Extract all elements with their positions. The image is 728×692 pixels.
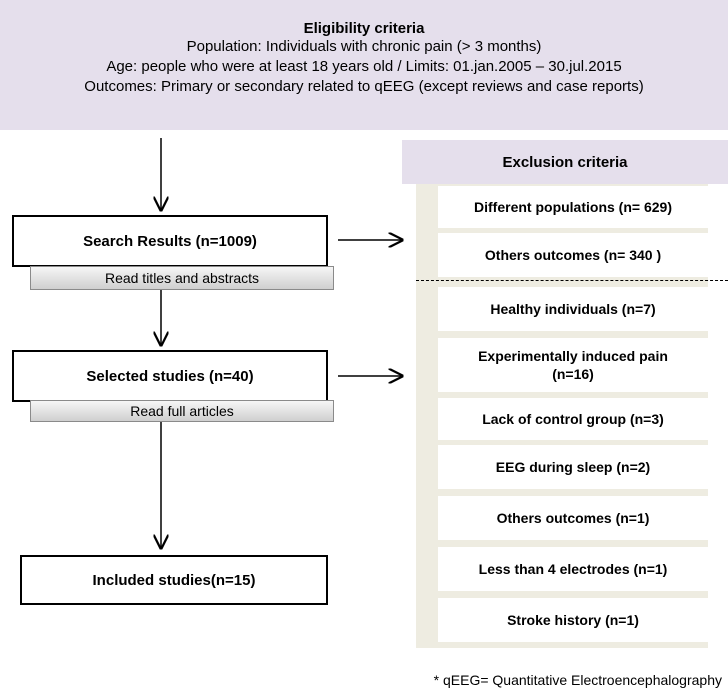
search-results-box: Search Results (n=1009): [12, 215, 328, 267]
selected-studies-box: Selected studies (n=40): [12, 350, 328, 402]
exclusion-item-others-outcomes-2: Others outcomes (n=1): [438, 496, 708, 540]
exclusion-divider: [416, 280, 728, 281]
exclusion-item-healthy-individuals: Healthy individuals (n=7): [438, 287, 708, 331]
eligibility-age: Age: people who were at least 18 years o…: [106, 58, 622, 75]
selected-studies-note: Read full articles: [30, 400, 334, 422]
exclusion-item-stroke-history: Stroke history (n=1): [438, 598, 708, 642]
included-studies-box: Included studies(n=15): [20, 555, 328, 605]
exclusion-item-eeg-during-sleep: EEG during sleep (n=2): [438, 445, 708, 489]
exclusion-item-others-outcomes: Others outcomes (n= 340 ): [438, 233, 708, 277]
exclusion-criteria-title: Exclusion criteria: [402, 140, 728, 184]
eligibility-criteria-panel: Eligibility criteria Population: Individ…: [0, 0, 728, 130]
exclusion-item-experimentally-induced-pain: Experimentally induced pain (n=16): [438, 338, 708, 392]
eligibility-title: Eligibility criteria: [303, 20, 425, 37]
exclusion-item-less-than-4-electrodes: Less than 4 electrodes (n=1): [438, 547, 708, 591]
exclusion-item-different-populations: Different populations (n= 629): [438, 186, 708, 228]
eligibility-outcomes: Outcomes: Primary or secondary related t…: [84, 78, 644, 95]
footnote: * qEEG= Quantitative Electroencephalogra…: [433, 672, 722, 688]
exclusion-item-lack-of-control-group: Lack of control group (n=3): [438, 398, 708, 440]
search-results-note: Read titles and abstracts: [30, 266, 334, 290]
eligibility-population: Population: Individuals with chronic pai…: [186, 38, 542, 55]
